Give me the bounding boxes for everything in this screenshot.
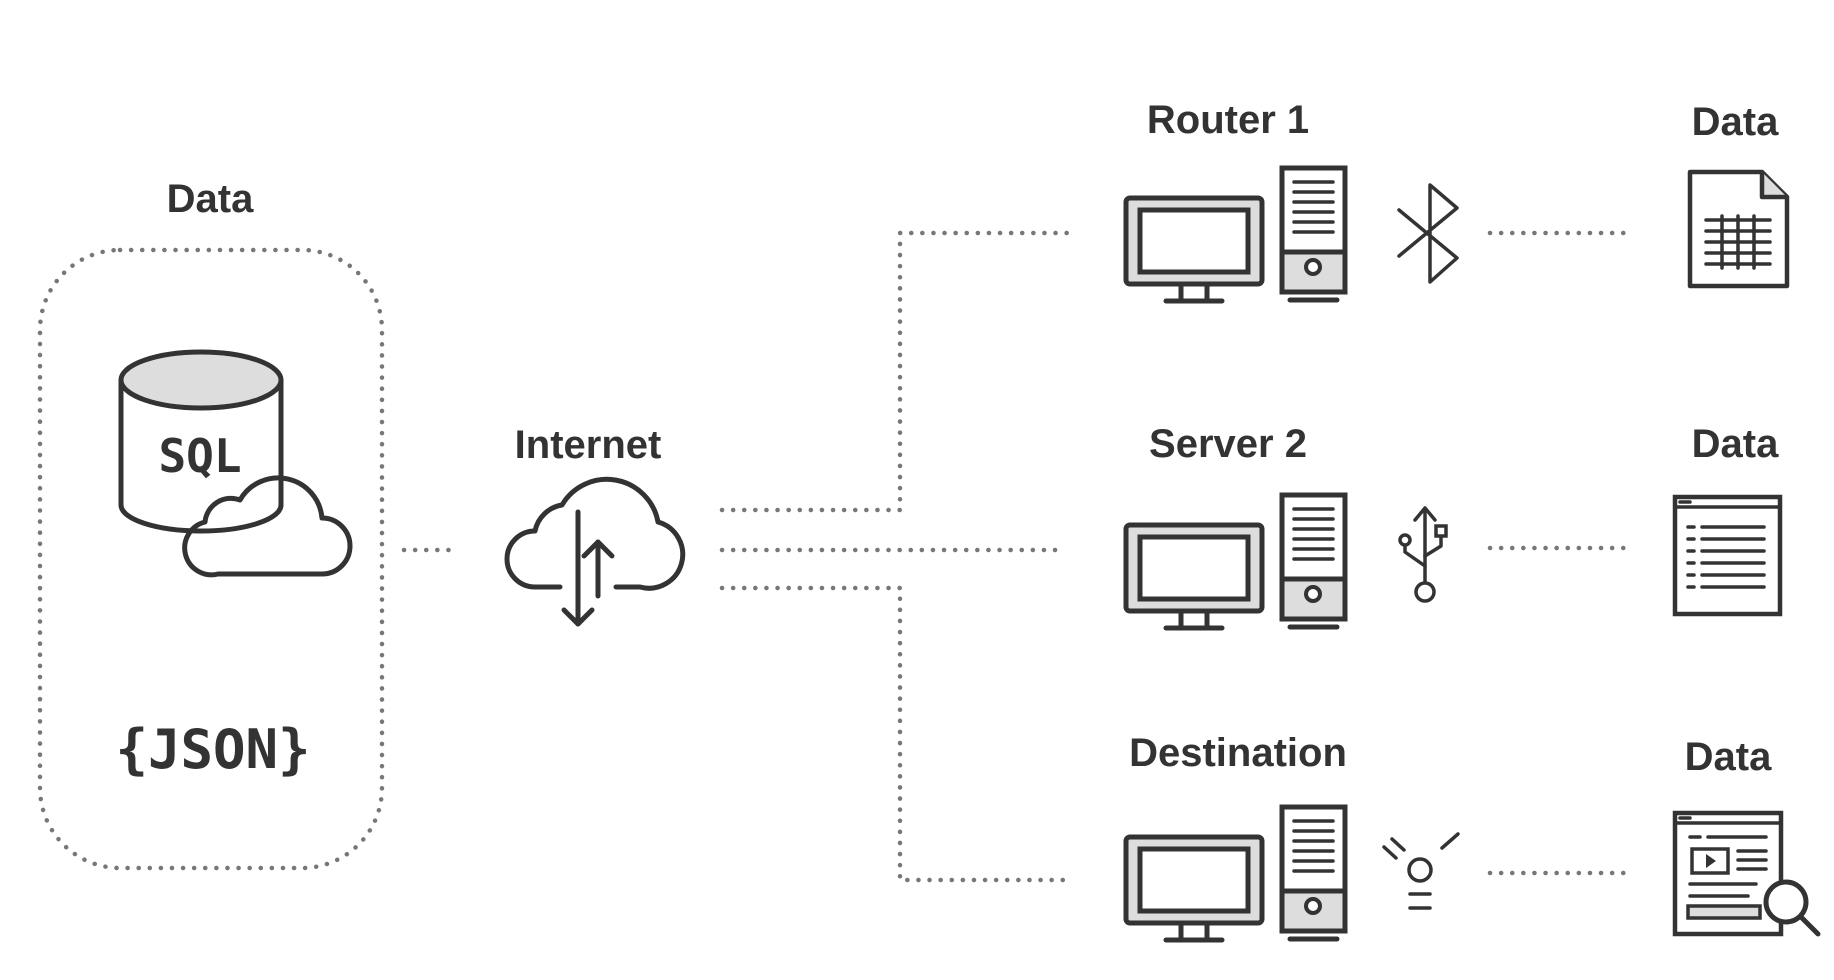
node-label: Server 2 <box>1149 422 1307 466</box>
bluetooth-icon <box>1397 183 1459 284</box>
destination-data-label: Data <box>1685 735 1772 779</box>
source-data-label: Data <box>167 177 254 221</box>
server-data-label: Data <box>1692 422 1779 466</box>
server-tower-icon <box>1279 492 1348 630</box>
web-page-search-icon <box>1672 810 1821 937</box>
server-tower-icon <box>1279 804 1348 942</box>
internet-node-connectors <box>719 230 1075 883</box>
web-page-list-icon <box>1672 494 1783 617</box>
desktop-computer-icon <box>1123 522 1265 631</box>
cloud-transfer-icon <box>504 476 686 627</box>
database-cylinder-icon: SQL <box>118 349 284 534</box>
node-router: Router 1 Data <box>1123 98 1790 304</box>
internet-label: Internet <box>515 423 662 467</box>
cloud-icon <box>182 475 353 578</box>
database-label: SQL <box>158 429 241 483</box>
node-label: Destination <box>1129 731 1347 775</box>
source-dotted-container <box>37 247 385 871</box>
source-group: Data SQL {JSON} <box>37 177 385 871</box>
router-data-label: Data <box>1692 100 1779 144</box>
connector-internet-destination <box>719 585 1075 883</box>
usb-icon <box>1398 506 1448 603</box>
desktop-computer-icon <box>1123 834 1265 943</box>
desktop-computer-icon <box>1123 195 1265 304</box>
connector-internet-router <box>719 230 1075 513</box>
node-destination: Destination Data <box>1123 731 1821 943</box>
internet-group: Internet <box>504 423 686 627</box>
server-tower-icon <box>1279 165 1348 303</box>
spreadsheet-document-icon <box>1687 169 1790 289</box>
node-label: Router 1 <box>1147 98 1309 142</box>
wireless-signal-icon <box>1382 832 1460 910</box>
node-server: Server 2 Data <box>1123 422 1783 631</box>
json-label: {JSON} <box>115 718 310 781</box>
